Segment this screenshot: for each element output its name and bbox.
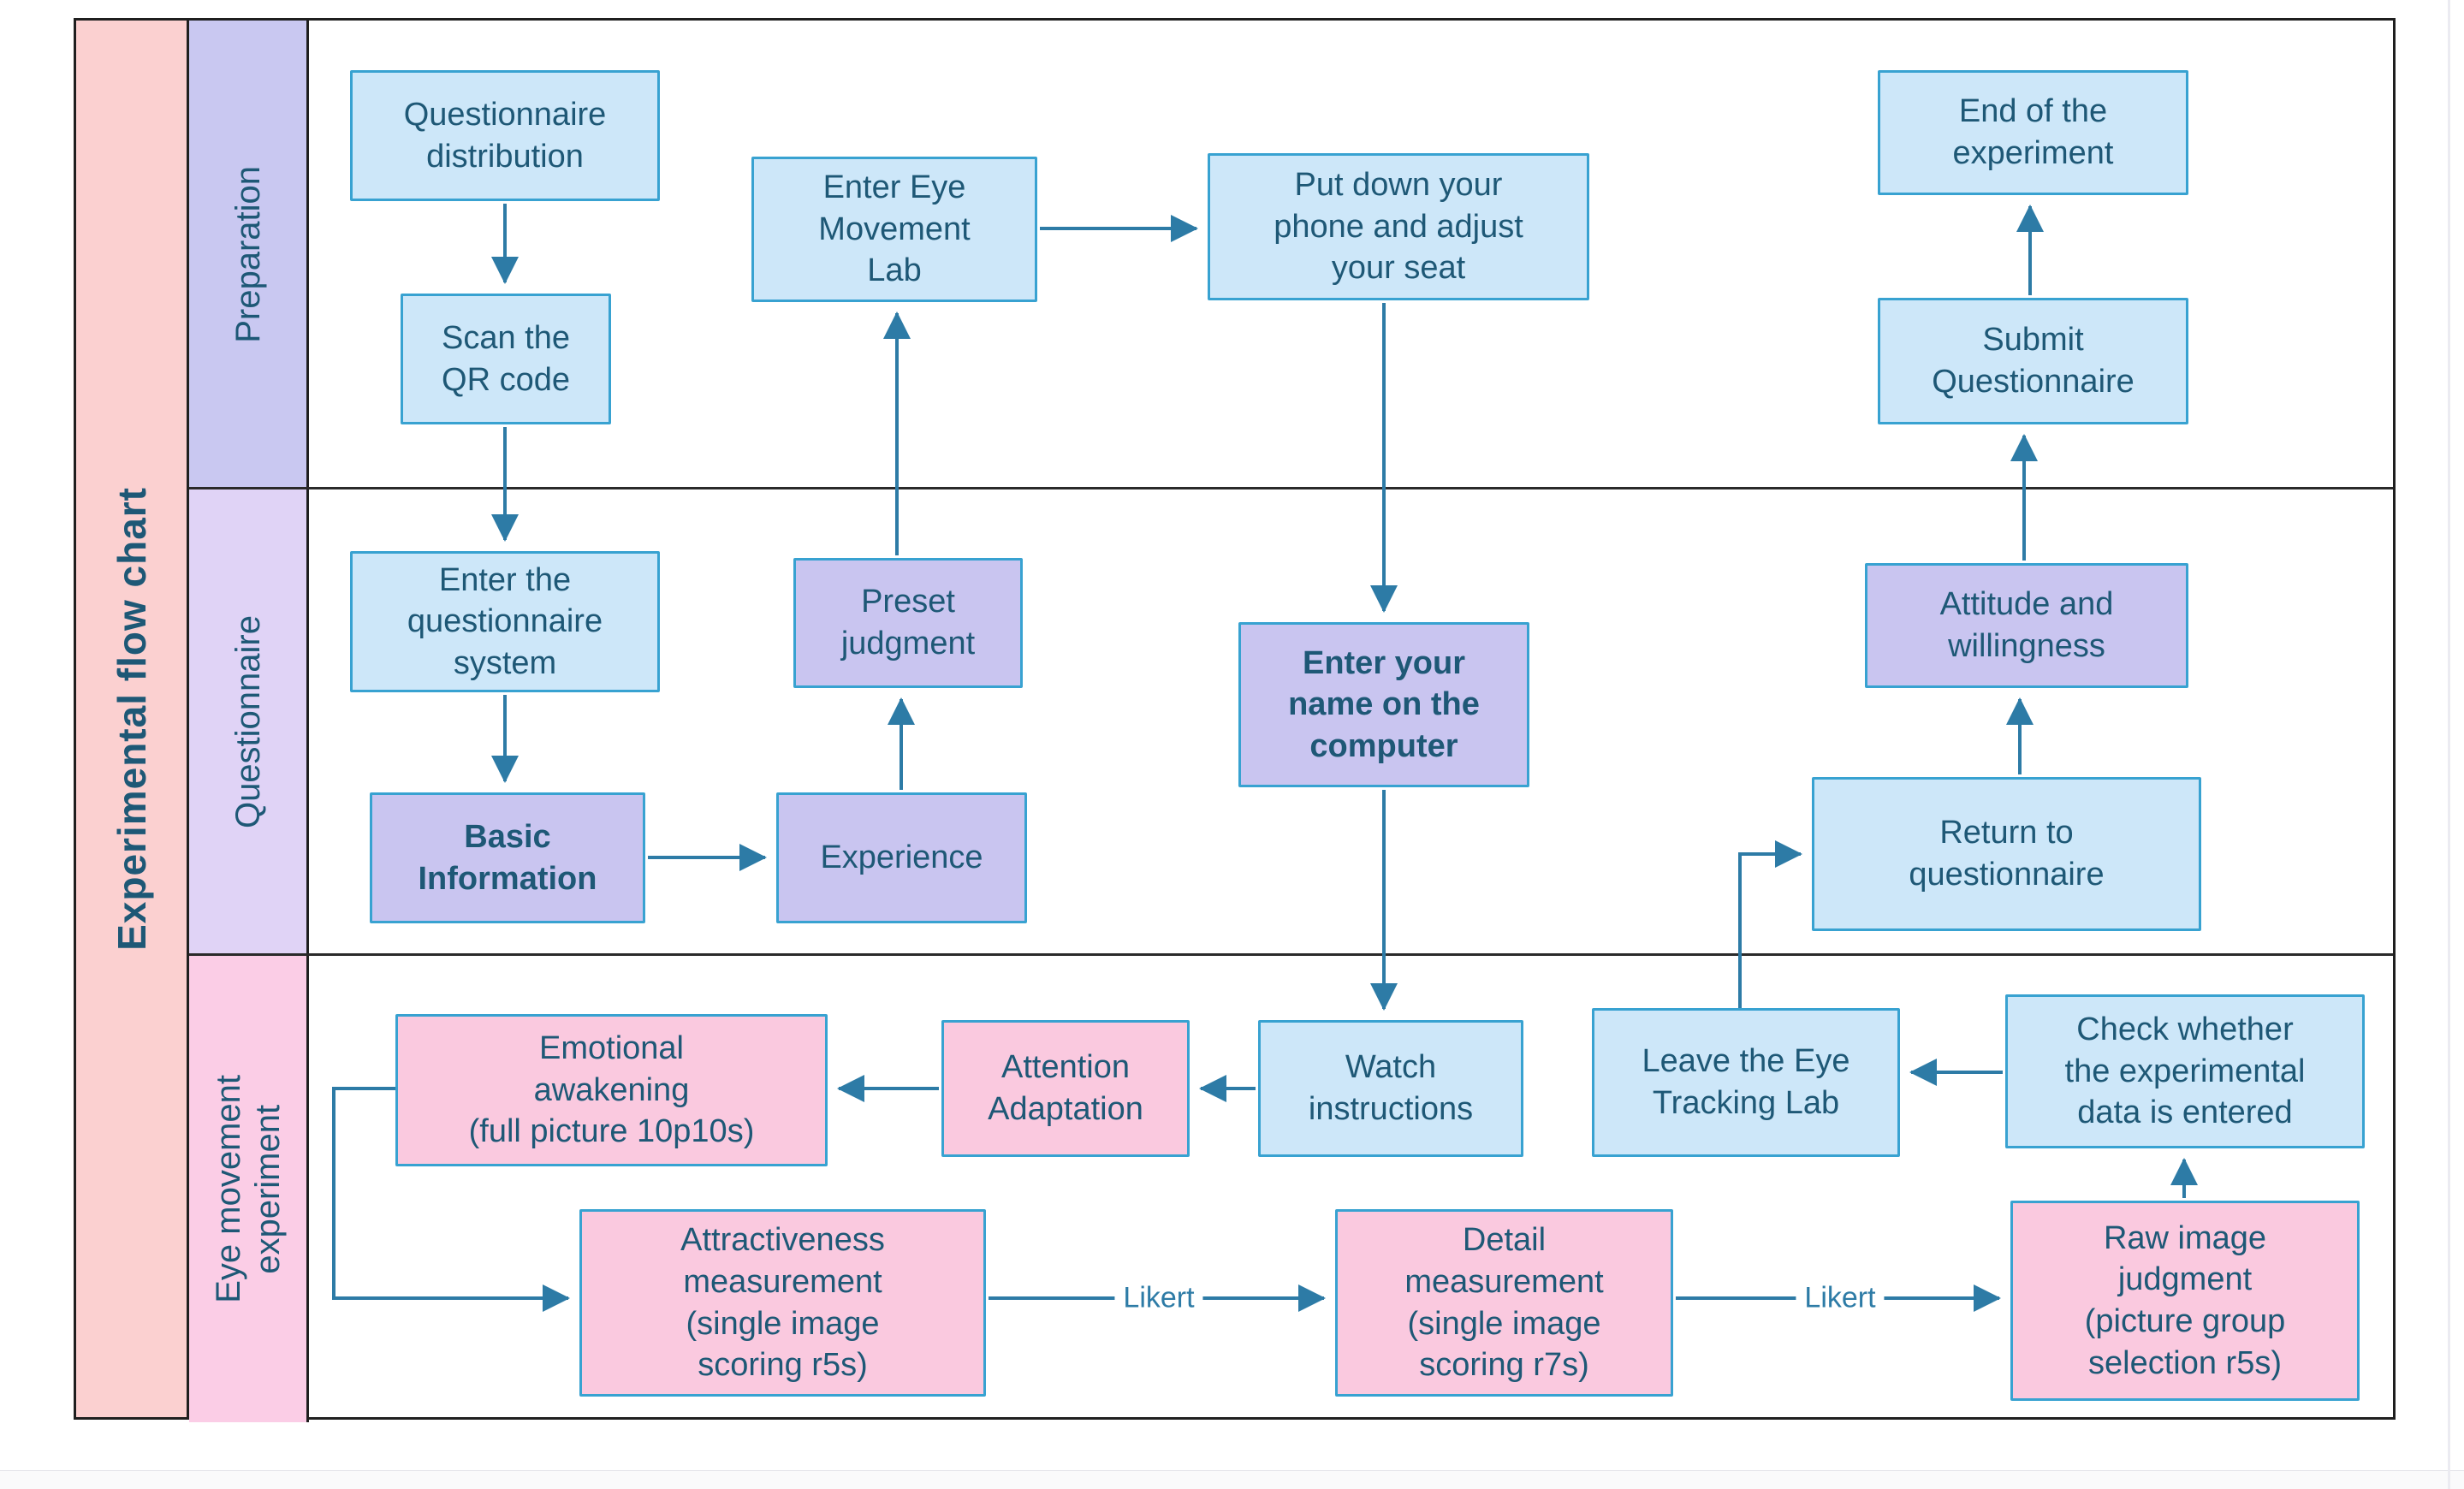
node-attention-adaptation: Attention Adaptation <box>941 1020 1190 1157</box>
lane-label-text: Preparation <box>229 166 267 343</box>
node-emotional-awakening: Emotional awakening (full picture 10p10s… <box>395 1014 828 1166</box>
node-questionnaire-distribution: Questionnaire distribution <box>350 70 660 201</box>
node-enter-questionnaire-system: Enter the questionnaire system <box>350 551 660 692</box>
lane-label-text: Questionnaire <box>229 614 267 829</box>
node-check-data-entered: Check whether the experimental data is e… <box>2005 994 2365 1148</box>
node-watch-instructions: Watch instructions <box>1258 1020 1523 1157</box>
lane-label-text: Eye movement experiment <box>209 1074 287 1303</box>
lane-divider <box>189 953 2393 956</box>
node-attractiveness-measurement: Attractiveness measurement (single image… <box>579 1209 986 1397</box>
node-leave-eye-tracking-lab: Leave the Eye Tracking Lab <box>1592 1008 1900 1157</box>
node-return-to-questionnaire: Return to questionnaire <box>1812 777 2201 931</box>
page-title: Experimental flow chart <box>109 487 154 951</box>
node-end-of-experiment: End of the experiment <box>1878 70 2188 195</box>
node-attitude-and-willingness: Attitude and willingness <box>1865 563 2188 688</box>
lane-label-eye-movement: Eye movement experiment <box>189 955 309 1422</box>
edge-label-likert-1: Likert <box>1114 1281 1203 1315</box>
lane-label-preparation: Preparation <box>189 21 309 489</box>
node-detail-measurement: Detail measurement (single image scoring… <box>1335 1209 1673 1397</box>
lane-divider <box>189 487 2393 489</box>
title-column: Experimental flow chart <box>76 21 189 1417</box>
edge-label-likert-2: Likert <box>1796 1281 1885 1315</box>
node-basic-information: Basic Information <box>370 792 645 923</box>
node-put-down-phone: Put down your phone and adjust your seat <box>1208 153 1589 300</box>
node-experience: Experience <box>776 792 1027 923</box>
node-scan-qr-code: Scan the QR code <box>401 294 611 424</box>
page-bottom-strip <box>0 1470 2464 1489</box>
page-right-edge <box>2448 0 2450 1489</box>
node-raw-image-judgment: Raw image judgment (picture group select… <box>2010 1201 2360 1401</box>
node-submit-questionnaire: Submit Questionnaire <box>1878 298 2188 424</box>
node-enter-eye-movement-lab: Enter Eye Movement Lab <box>751 157 1037 302</box>
node-enter-your-name: Enter your name on the computer <box>1238 622 1529 787</box>
node-preset-judgment: Preset judgment <box>793 558 1023 688</box>
lane-label-questionnaire: Questionnaire <box>189 489 309 955</box>
